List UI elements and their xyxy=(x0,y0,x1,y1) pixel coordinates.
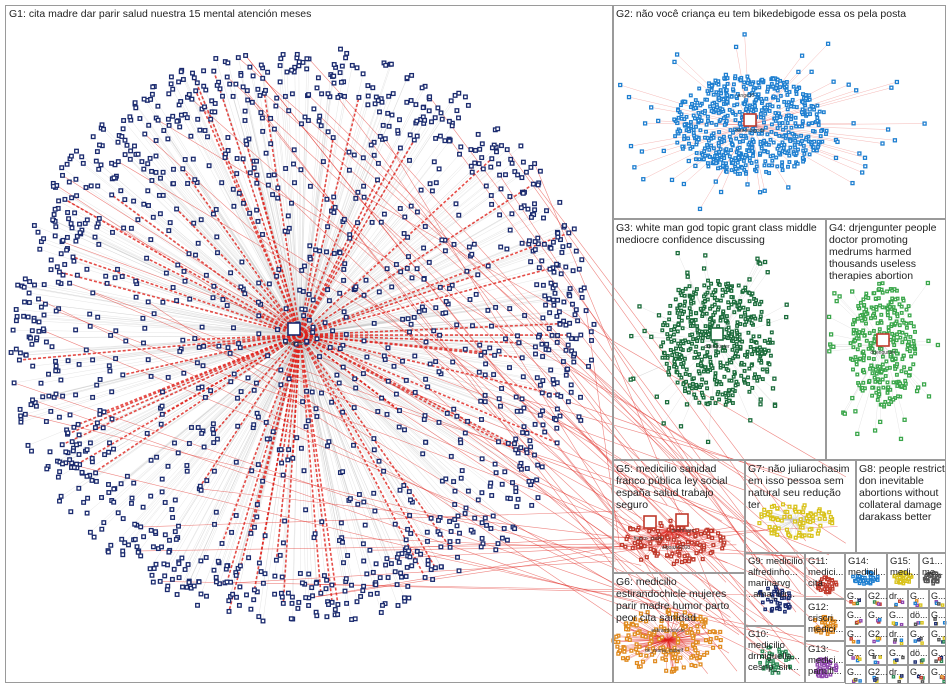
mini-group-box xyxy=(845,589,866,608)
g4-hub-node xyxy=(876,333,890,347)
mini-group-box xyxy=(929,627,946,646)
mini-group-box xyxy=(866,589,887,608)
g5-node-b xyxy=(675,513,689,527)
mini-group-box xyxy=(908,627,929,646)
group-box-g14 xyxy=(845,553,887,589)
mini-group-box xyxy=(929,589,946,608)
mini-group-box xyxy=(866,627,887,646)
mini-group-box xyxy=(908,608,929,627)
mini-group-box xyxy=(845,646,866,665)
mini-group-box xyxy=(845,627,866,646)
group-box-g4 xyxy=(826,219,946,460)
g1-hub-label: medicilio xyxy=(284,341,304,347)
mini-group-box xyxy=(908,665,929,684)
mini-group-box xyxy=(845,608,866,627)
mini-group-box xyxy=(929,665,946,684)
mini-group-box xyxy=(908,589,929,608)
node-labels-layer: medicilio bikedebigode ange10 drjengunter dr… xyxy=(284,93,896,654)
g6-hub-label: estirandochicle xyxy=(651,628,685,634)
g4-hub-label: drjengunter xyxy=(870,350,896,356)
mini-group-box xyxy=(929,608,946,627)
mini-group-box xyxy=(887,608,908,627)
group-box-g6 xyxy=(613,573,745,683)
group-box-g7 xyxy=(745,460,856,553)
mini-group-box xyxy=(908,646,929,665)
group-box-g10 xyxy=(745,626,805,683)
group-box-g16 xyxy=(919,553,946,589)
group-box-g13 xyxy=(805,641,845,683)
group-box-g8 xyxy=(856,460,946,553)
mini-group-box xyxy=(866,646,887,665)
g2-hub-node xyxy=(743,113,757,127)
group-box-g15 xyxy=(887,553,919,589)
g2-sub-label: ange10 xyxy=(738,93,755,99)
g2-hub-label: bikedebigode xyxy=(735,128,765,134)
mini-group-box xyxy=(887,665,908,684)
group-box-g3 xyxy=(613,219,826,460)
mini-group-box xyxy=(887,627,908,646)
mini-group-box xyxy=(866,665,887,684)
g5-node-a xyxy=(643,515,657,529)
mini-group-box xyxy=(929,646,946,665)
group-box-g5 xyxy=(613,460,745,573)
group-box-g9 xyxy=(745,553,805,626)
g1-hub-node xyxy=(287,322,301,336)
g5-label-a: franco_cuchi xyxy=(634,536,662,542)
group-box-g2 xyxy=(613,5,946,219)
mini-group-box xyxy=(887,646,908,665)
nodes-layer xyxy=(8,32,947,684)
group-box-g1 xyxy=(5,5,613,683)
g5-label-b: mmhmarc xyxy=(672,528,695,534)
group-box-g11 xyxy=(805,553,845,599)
mini-group-box xyxy=(887,589,908,608)
edges-layer xyxy=(11,34,938,677)
mini-group-box xyxy=(866,608,887,627)
g5-label-c: elgoazz2010 xyxy=(662,545,691,551)
g3-hub-label: drjengunter xyxy=(704,344,730,350)
mini-group-box xyxy=(845,665,866,684)
group-box-g12 xyxy=(805,599,845,641)
g3-hub-node xyxy=(710,327,724,341)
g6-sub-label: de_maria_isabelf xyxy=(645,648,684,654)
